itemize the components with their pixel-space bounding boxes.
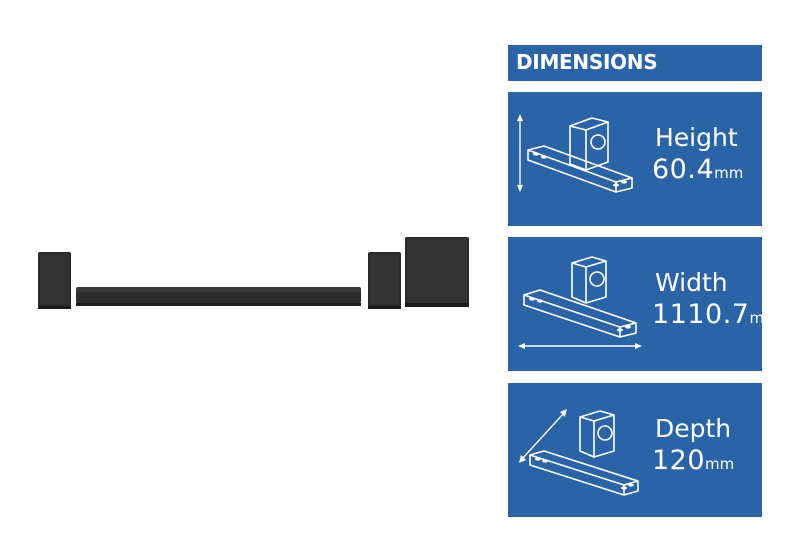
dimensions-header: DIMENSIONS xyxy=(508,45,762,81)
right-rear-speaker xyxy=(368,252,401,309)
width-card: Width 1110.7mm xyxy=(508,237,762,371)
depth-label: Depth xyxy=(655,414,732,443)
height-unit: mm xyxy=(714,164,744,182)
depth-unit: mm xyxy=(705,455,735,473)
depth-diagram-icon xyxy=(519,409,639,496)
width-unit: mm xyxy=(749,309,762,327)
width-label: Width xyxy=(655,268,728,297)
width-number: 1110.7 xyxy=(652,299,750,330)
left-rear-speaker xyxy=(38,252,71,309)
height-value: 60.4mm xyxy=(652,154,743,185)
width-diagram-icon xyxy=(518,256,642,349)
width-value: 1110.7mm xyxy=(652,299,762,330)
depth-number: 120 xyxy=(652,445,706,476)
height-diagram-icon xyxy=(517,114,633,193)
height-label: Height xyxy=(655,123,738,152)
height-number: 60.4 xyxy=(652,154,715,185)
height-card: Height 60.4mm xyxy=(508,92,762,226)
subwoofer xyxy=(405,237,469,307)
depth-card: Depth 120mm xyxy=(508,383,762,517)
product-image xyxy=(38,237,469,309)
soundbar xyxy=(76,287,361,306)
depth-value: 120mm xyxy=(652,445,734,476)
